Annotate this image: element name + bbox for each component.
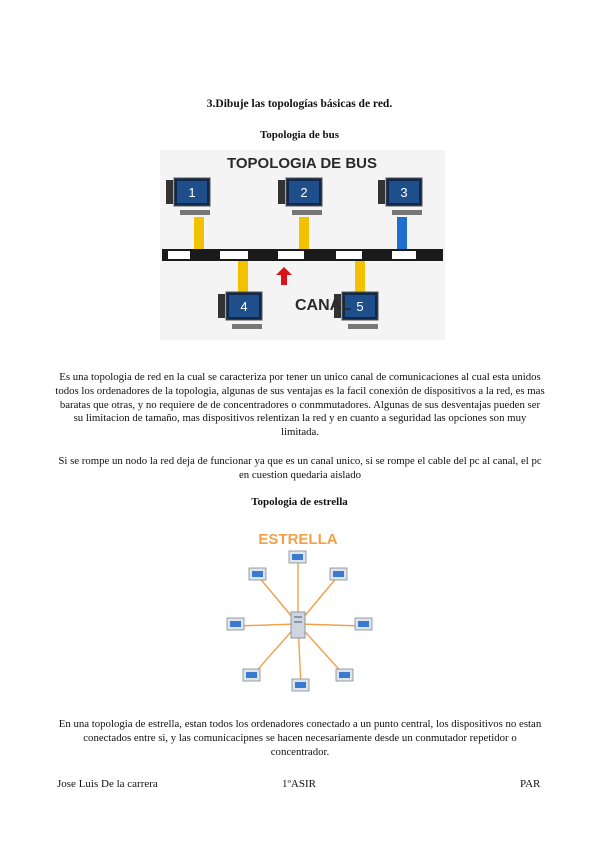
- bus-section-title: Topologia de bus: [259, 129, 340, 141]
- svg-text:4: 4: [240, 299, 247, 314]
- svg-text:5: 5: [356, 299, 363, 314]
- bus-cable: [162, 249, 443, 261]
- star-section-title: Topologia de estrella: [251, 496, 348, 508]
- central-hub-icon: [290, 611, 306, 639]
- connector-2: [299, 217, 309, 250]
- bus-paragraph-2: Si se rompe un nodo la red deja de funci…: [58, 455, 542, 481]
- svg-text:2: 2: [300, 185, 307, 200]
- computer-2-icon: 2: [278, 177, 323, 215]
- footer-author: Jose Luis De la carrera: [57, 778, 158, 790]
- red-arrow-icon: [276, 267, 292, 285]
- svg-text:3: 3: [400, 185, 407, 200]
- star-topology-diagram: ESTRELLA: [226, 531, 373, 692]
- bus-topology-figure: TOPOLOGIA DE BUS 1: [160, 150, 445, 340]
- star-banner-text: ESTRELLA: [258, 531, 337, 548]
- computer-1-icon: 1: [166, 177, 211, 215]
- computer-3-icon: 3: [378, 177, 423, 215]
- star-paragraph: En una topologia de estrella, estan todo…: [58, 718, 542, 758]
- connector-4: [238, 261, 248, 293]
- connector-3: [397, 217, 407, 250]
- page-heading: 3.Dibuje las topologías básicas de red.: [206, 98, 393, 110]
- canal-label: CANAL: [295, 297, 351, 314]
- computer-5-icon: 5: [334, 291, 379, 329]
- connector-5: [355, 261, 365, 293]
- bus-banner-text: TOPOLOGIA DE BUS: [227, 155, 377, 172]
- svg-text:1: 1: [188, 185, 195, 200]
- star-topology-figure: ESTRELLA: [218, 526, 383, 701]
- computer-4-icon: 4: [218, 291, 263, 329]
- connector-1: [194, 217, 204, 250]
- bus-paragraph-1: Es una topologia de red en la cual se ca…: [55, 371, 545, 439]
- footer-course: 1ºASIR: [282, 778, 316, 790]
- footer-label: PAR: [520, 778, 541, 790]
- bus-topology-diagram: TOPOLOGIA DE BUS 1: [160, 150, 445, 340]
